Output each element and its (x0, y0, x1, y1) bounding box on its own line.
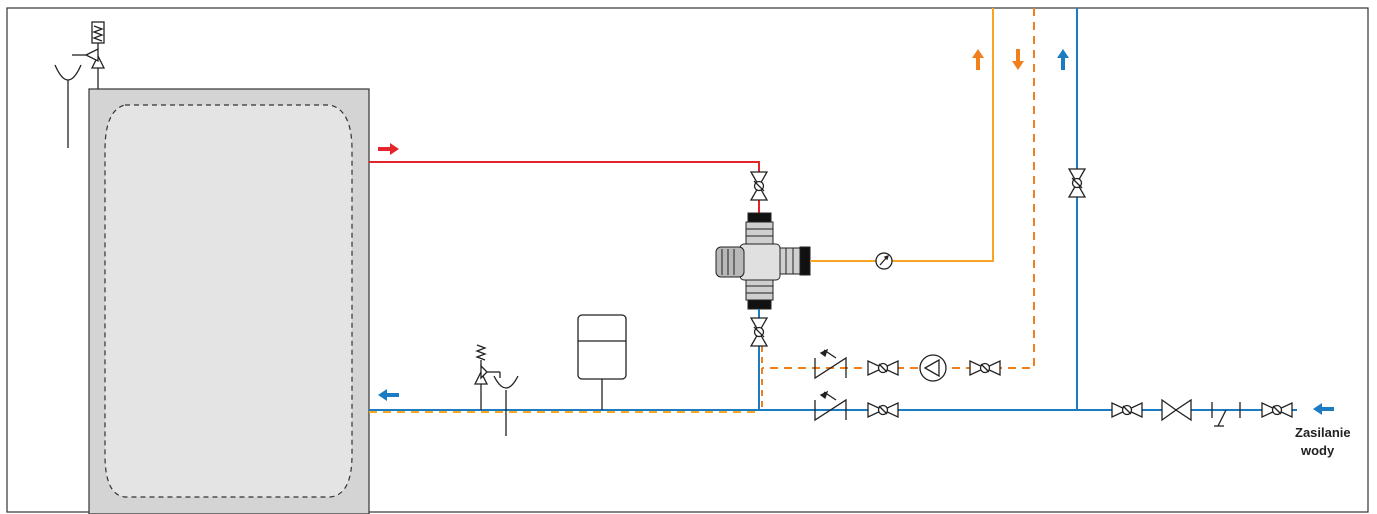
diagram-frame (6, 7, 1369, 513)
circulation-pump-icon (919, 354, 947, 382)
tank-return-flow-arrow-icon (378, 389, 399, 401)
hot-shutoff-valve-icon (749, 171, 769, 201)
cold-riser-shutoff-valve-icon (1067, 168, 1087, 198)
inlet-shutoff-valve-2-icon (1261, 401, 1293, 419)
cold-check-valve-icon (814, 390, 847, 422)
tank-safety-valve-icon (54, 21, 106, 148)
recirc-shutoff-valve-1-icon (867, 359, 899, 377)
strainer-icon (1211, 402, 1241, 427)
thermometer-icon (875, 252, 893, 270)
recirculation-flow-arrow-icon (1012, 49, 1024, 70)
cold-riser-flow-arrow-icon (1057, 49, 1069, 70)
mixed-water-pipe (810, 8, 994, 262)
water-supply-label-line1: Zasilanie (1295, 425, 1351, 440)
mixed-flow-arrow-icon (972, 49, 984, 70)
storage-tank (88, 88, 370, 514)
recirculation-pipe (762, 8, 1035, 369)
expansion-vessel-icon (577, 314, 627, 410)
water-supply-label-line2: wody (1300, 443, 1335, 458)
water-inlet-flow-arrow-icon (1313, 403, 1334, 415)
recirc-shutoff-valve-2-icon (969, 359, 1001, 377)
cold-shutoff-valve-icon (749, 317, 769, 347)
cold-shutoff-valve-main-icon (867, 401, 899, 419)
pressure-reducer-icon (1161, 398, 1192, 422)
cold-safety-valve-icon (473, 344, 519, 436)
hot-flow-arrow-icon (378, 143, 399, 155)
hot-water-pipe (369, 161, 760, 218)
thermostatic-mixing-valve-icon (715, 212, 811, 310)
inlet-shutoff-valve-1-icon (1111, 401, 1143, 419)
recirc-check-valve-icon (814, 348, 847, 380)
